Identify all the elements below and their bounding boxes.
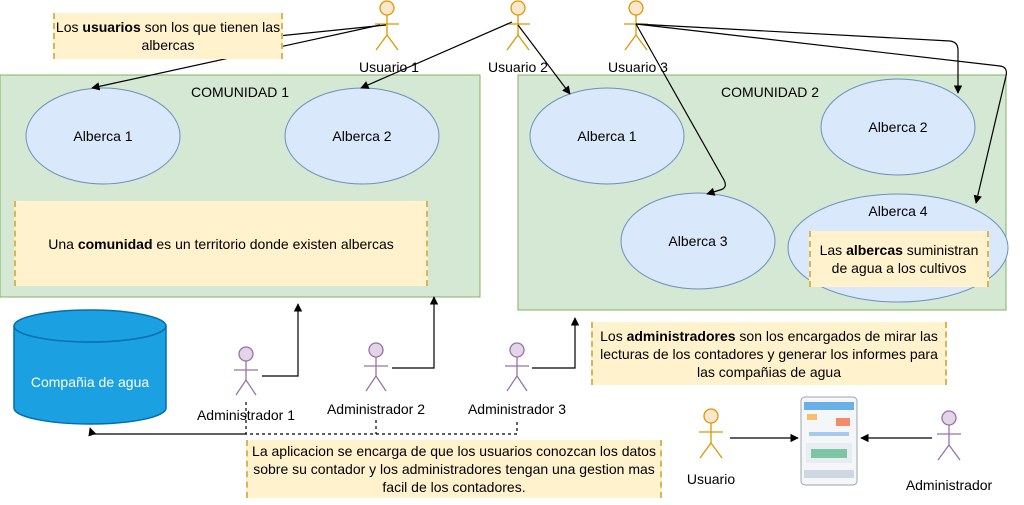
community-2-label: COMUNIDAD 2: [721, 84, 819, 100]
connectors: [88, 21, 1007, 443]
actor-administrador-1: [234, 346, 258, 396]
database-label: Compañia de agua: [31, 374, 150, 390]
alberca-c1-2-label: Alberca 2: [332, 128, 391, 144]
legend-administrador-label: Administrador: [906, 477, 993, 493]
note-aplicacion: La aplicacion se encarga de que los usua…: [246, 440, 662, 498]
usuario-1-label: Usuario 1: [359, 59, 419, 75]
actor-administrador-2: [364, 342, 388, 392]
database-compania-agua: Compañia de agua: [13, 309, 167, 425]
alberca-c2-1-label: Alberca 1: [577, 128, 636, 144]
note-albercas-text: Las albercas suministran de agua a los c…: [819, 242, 979, 276]
alberca-c2-2-label: Alberca 2: [868, 119, 927, 135]
legend-actor-usuario: [699, 408, 723, 459]
alberca-c1-2: Alberca 2: [284, 87, 440, 185]
note-albercas: Las albercas suministran de agua a los c…: [809, 231, 989, 287]
actor-usuario-1: [375, 0, 399, 51]
usuario-2-label: Usuario 2: [488, 59, 548, 75]
note-usuarios: Los usuarios son los que tienen las albe…: [53, 13, 283, 59]
administrador-2-label: Administrador 2: [327, 401, 425, 417]
note-comunidad-text: Una comunidad es un territorio donde exi…: [48, 235, 394, 252]
actor-usuario-2: [506, 0, 530, 51]
actor-administrador-3: [505, 342, 529, 392]
alberca-c2-3-label: Alberca 3: [668, 233, 727, 249]
usuario-3-label: Usuario 3: [608, 59, 668, 75]
note-aplicacion-text: La aplicacion se encarga de que los usua…: [252, 443, 656, 495]
alberca-c1-1-label: Alberca 1: [73, 128, 132, 144]
legend-actor-administrador: [937, 410, 961, 461]
community-1-label: COMUNIDAD 1: [191, 84, 289, 100]
alberca-c2-3: Alberca 3: [620, 192, 776, 290]
legend-usuario-label: Usuario: [687, 471, 735, 487]
alberca-c2-2: Alberca 2: [820, 78, 976, 176]
note-administradores: Los administradores son los encargados d…: [591, 322, 947, 385]
note-comunidad: Una comunidad es un territorio donde exi…: [14, 201, 428, 286]
alberca-c1-1: Alberca 1: [25, 87, 181, 185]
note-administradores-text: Los administradores son los encargados d…: [600, 327, 938, 380]
note-usuarios-text: Los usuarios son los que tienen las albe…: [55, 19, 281, 53]
alberca-c2-4-label: Alberca 4: [868, 203, 927, 219]
alberca-c2-1: Alberca 1: [529, 87, 685, 185]
administrador-3-label: Administrador 3: [468, 401, 566, 417]
mobile-app-screenshot-icon: [800, 396, 858, 486]
